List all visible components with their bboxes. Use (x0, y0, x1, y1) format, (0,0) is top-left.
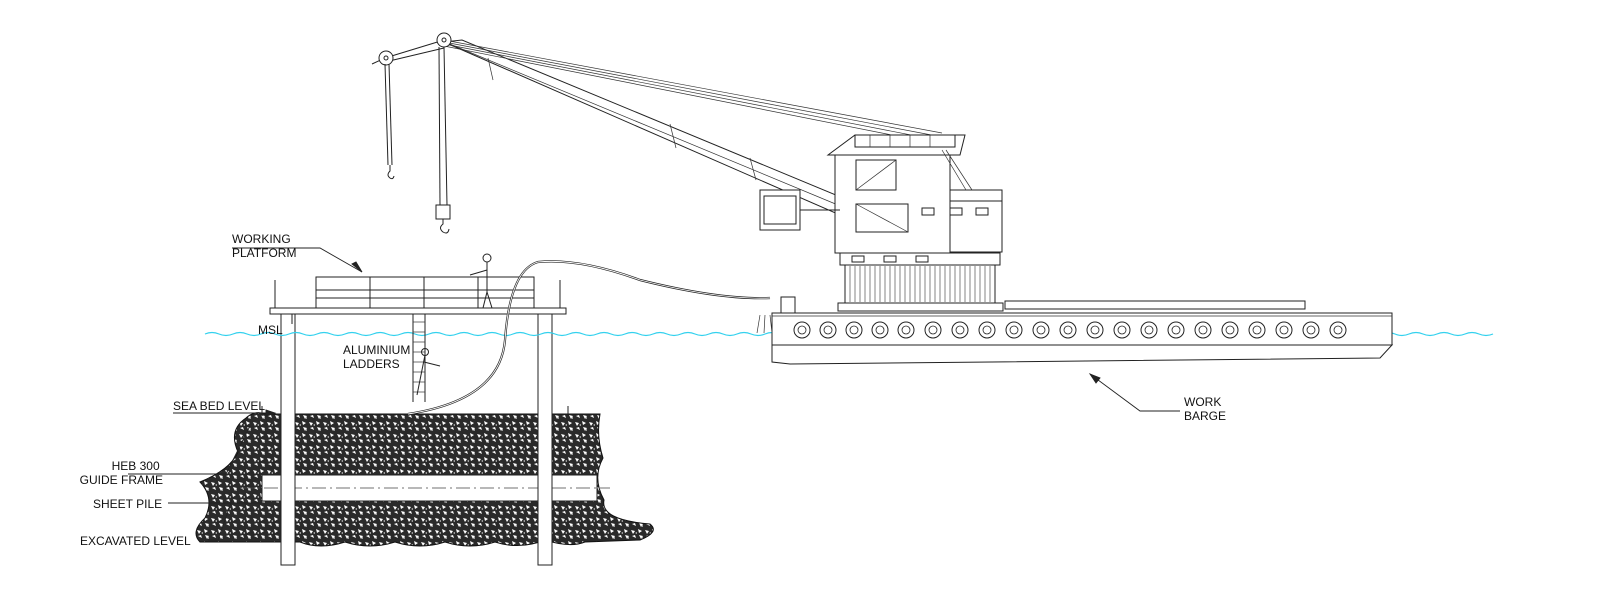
label-excavated-level: EXCAVATED LEVEL (80, 534, 191, 548)
sheet-piles (261, 311, 569, 566)
aluminium-ladder (412, 314, 426, 402)
label-working-platform: WORKING PLATFORM (232, 232, 296, 260)
label-work-barge: WORK BARGE (1184, 395, 1226, 423)
small-hook-icon (387, 165, 395, 180)
diver-figure (416, 348, 441, 396)
work-barge (756, 296, 1394, 365)
boom-sheave (436, 32, 452, 48)
label-aluminium-ladders: ALUMINIUM LADDERS (343, 343, 414, 371)
air-hose (407, 260, 771, 416)
fenders (793, 321, 1347, 339)
crane (371, 32, 1004, 312)
label-sea-bed-level: SEA BED LEVEL (173, 399, 265, 413)
main-hook-block (435, 204, 451, 220)
working-platform (269, 276, 567, 324)
label-msl: MSL (258, 323, 283, 337)
worker-figure (469, 253, 493, 309)
label-heb-guide-frame: HEB 300 GUIDE FRAME (80, 459, 163, 487)
label-sheet-pile: SHEET PILE (93, 497, 162, 511)
leader-lines (128, 247, 1180, 541)
main-hook-icon (440, 219, 450, 234)
jib-sheave (378, 50, 394, 66)
